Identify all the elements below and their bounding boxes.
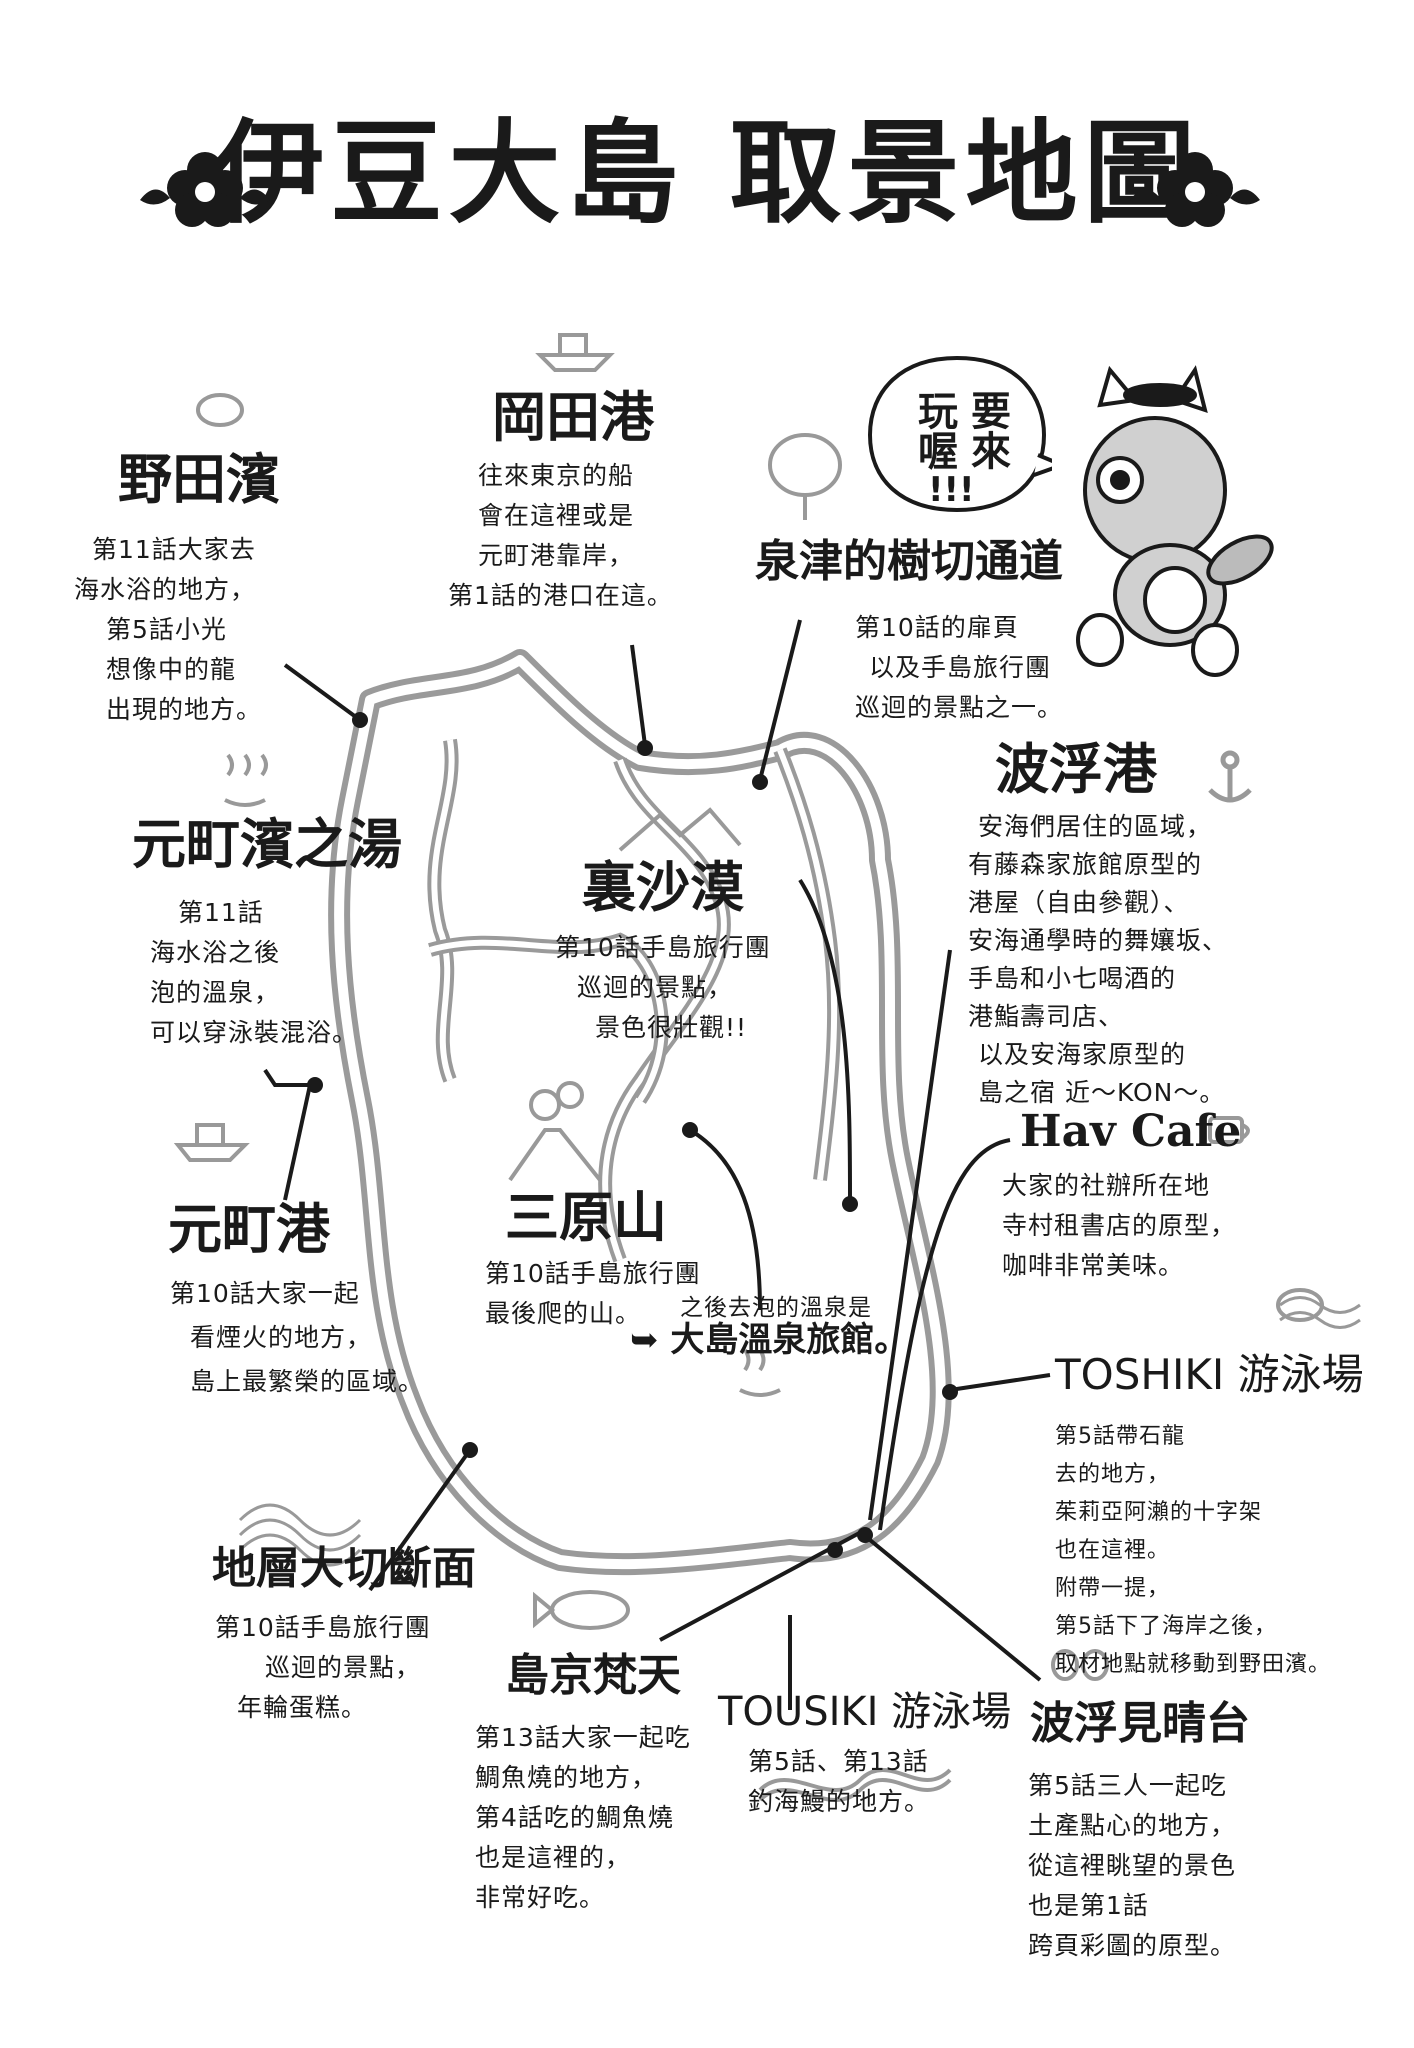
onsen-icon: [224, 753, 781, 1397]
label-chisou: 地層大切斷面: [212, 1543, 476, 1594]
speech-bubble: [867, 355, 1052, 513]
label-toshiki: TOSHIKI 游泳場: [1055, 1350, 1364, 1399]
desc-okatako: 往來東京的船 會在這裡或是 元町港靠岸， 第1話的港口在這。: [448, 461, 673, 610]
label-motomachi-onsen: 元町濱之湯: [132, 813, 402, 876]
arrow-icon: ➥: [630, 1320, 659, 1360]
desc-motomachi-onsen: 第11話 海水浴之後 泡的溫泉， 可以穿泳裝混浴。: [150, 898, 359, 1047]
tanuki-mascot: [1076, 365, 1274, 677]
label-izumizu: 泉津的樹切通道: [755, 536, 1063, 587]
label-motomachi-port: 元町港: [168, 1198, 330, 1261]
desc-habumiharashi: 第5話三人一起吃 土產點心的地方， 從這裡眺望的景色 也是第1話 跨頁彩圖的原型…: [1028, 1771, 1237, 1960]
label-tousiki: TOUSIKI 游泳場: [718, 1689, 1012, 1735]
desc-chisou: 第10話手島旅行團 巡迴的景點， 年輪蛋糕。: [215, 1613, 431, 1722]
label-urasabaku: 裏沙漠: [582, 856, 744, 919]
label-oshima-onsen: ➥ 大島溫泉旅館。: [630, 1320, 909, 1360]
label-havcafe: Hav Cafe: [1020, 1106, 1242, 1157]
wave-icon: [238, 1296, 1361, 1567]
label-miharayama: 三原山: [505, 1186, 667, 1249]
volcano-icon: [508, 1081, 602, 1182]
label-okatako: 岡田港: [492, 386, 654, 449]
label-habuport: 波浮港: [995, 738, 1157, 801]
bubble-text-col2: 玩喔: [911, 390, 957, 470]
eel-icon: [758, 1768, 952, 1802]
label-nodahama: 野田濱: [118, 448, 280, 511]
desc-tousiki: 第5話、第13話 釣海鰻的地方。: [748, 1747, 931, 1816]
desc-shimakyo: 第13話大家一起吃 鯛魚燒的地方， 第4話吃的鯛魚燒 也是這裡的， 非常好吃。: [475, 1723, 691, 1912]
camellia-icon-left: [140, 152, 270, 227]
fish-icon: [533, 1590, 630, 1630]
desc-izumizu: 第10話的扉頁 以及手島旅行團 巡迴的景點之一。: [855, 613, 1064, 722]
coffee-cup-icon: [1208, 1116, 1250, 1144]
bubble-text-col1: 要來: [964, 390, 1010, 470]
ship-icon-top: [535, 333, 615, 372]
desc-havcafe: 大家的社辦所在地 寺村租書店的原型， 咖啡非常美味。: [1002, 1171, 1237, 1280]
mountain-icon: [618, 807, 742, 852]
anchor-icon: [1208, 750, 1252, 803]
bubble-exclamation: !!!: [928, 470, 975, 510]
desc-urasabaku: 第10話手島旅行團 巡迴的景點， 景色很壯觀!!: [555, 933, 771, 1042]
note-oshima-onsen: 之後去泡的溫泉是: [680, 1295, 872, 1321]
desc-habuport: 安海們居住的區域， 有藤森家旅館原型的 港屋（自由參觀）、 安海通學時的舞孃坂、…: [968, 812, 1229, 1107]
map-title: 伊豆大島 取景地圖: [212, 109, 1202, 239]
desc-motomachi-port: 第10話大家一起 看煙火的地方， 島上最繁榮的區域。: [170, 1279, 425, 1396]
label-shimakyo: 島京梵天: [505, 1650, 681, 1701]
ship-icon-left: [173, 1123, 250, 1162]
ring-icons: [196, 393, 1324, 1681]
tree-icon: [768, 433, 842, 520]
camellia-icon-right: [1130, 152, 1260, 227]
desc-miharayama: 第10話手島旅行團 最後爬的山。: [485, 1259, 701, 1328]
desc-nodahama: 第11話大家去 海水浴的地方， 第5話小光 想像中的龍 出現的地方。: [74, 535, 263, 724]
desc-toshiki: 第5話帶石龍 去的地方， 茱莉亞阿瀨的十字架 也在這裡。 附帶一提， 第5話下了…: [1055, 1424, 1332, 1677]
label-habumiharashi: 波浮見晴台: [1030, 1698, 1250, 1749]
